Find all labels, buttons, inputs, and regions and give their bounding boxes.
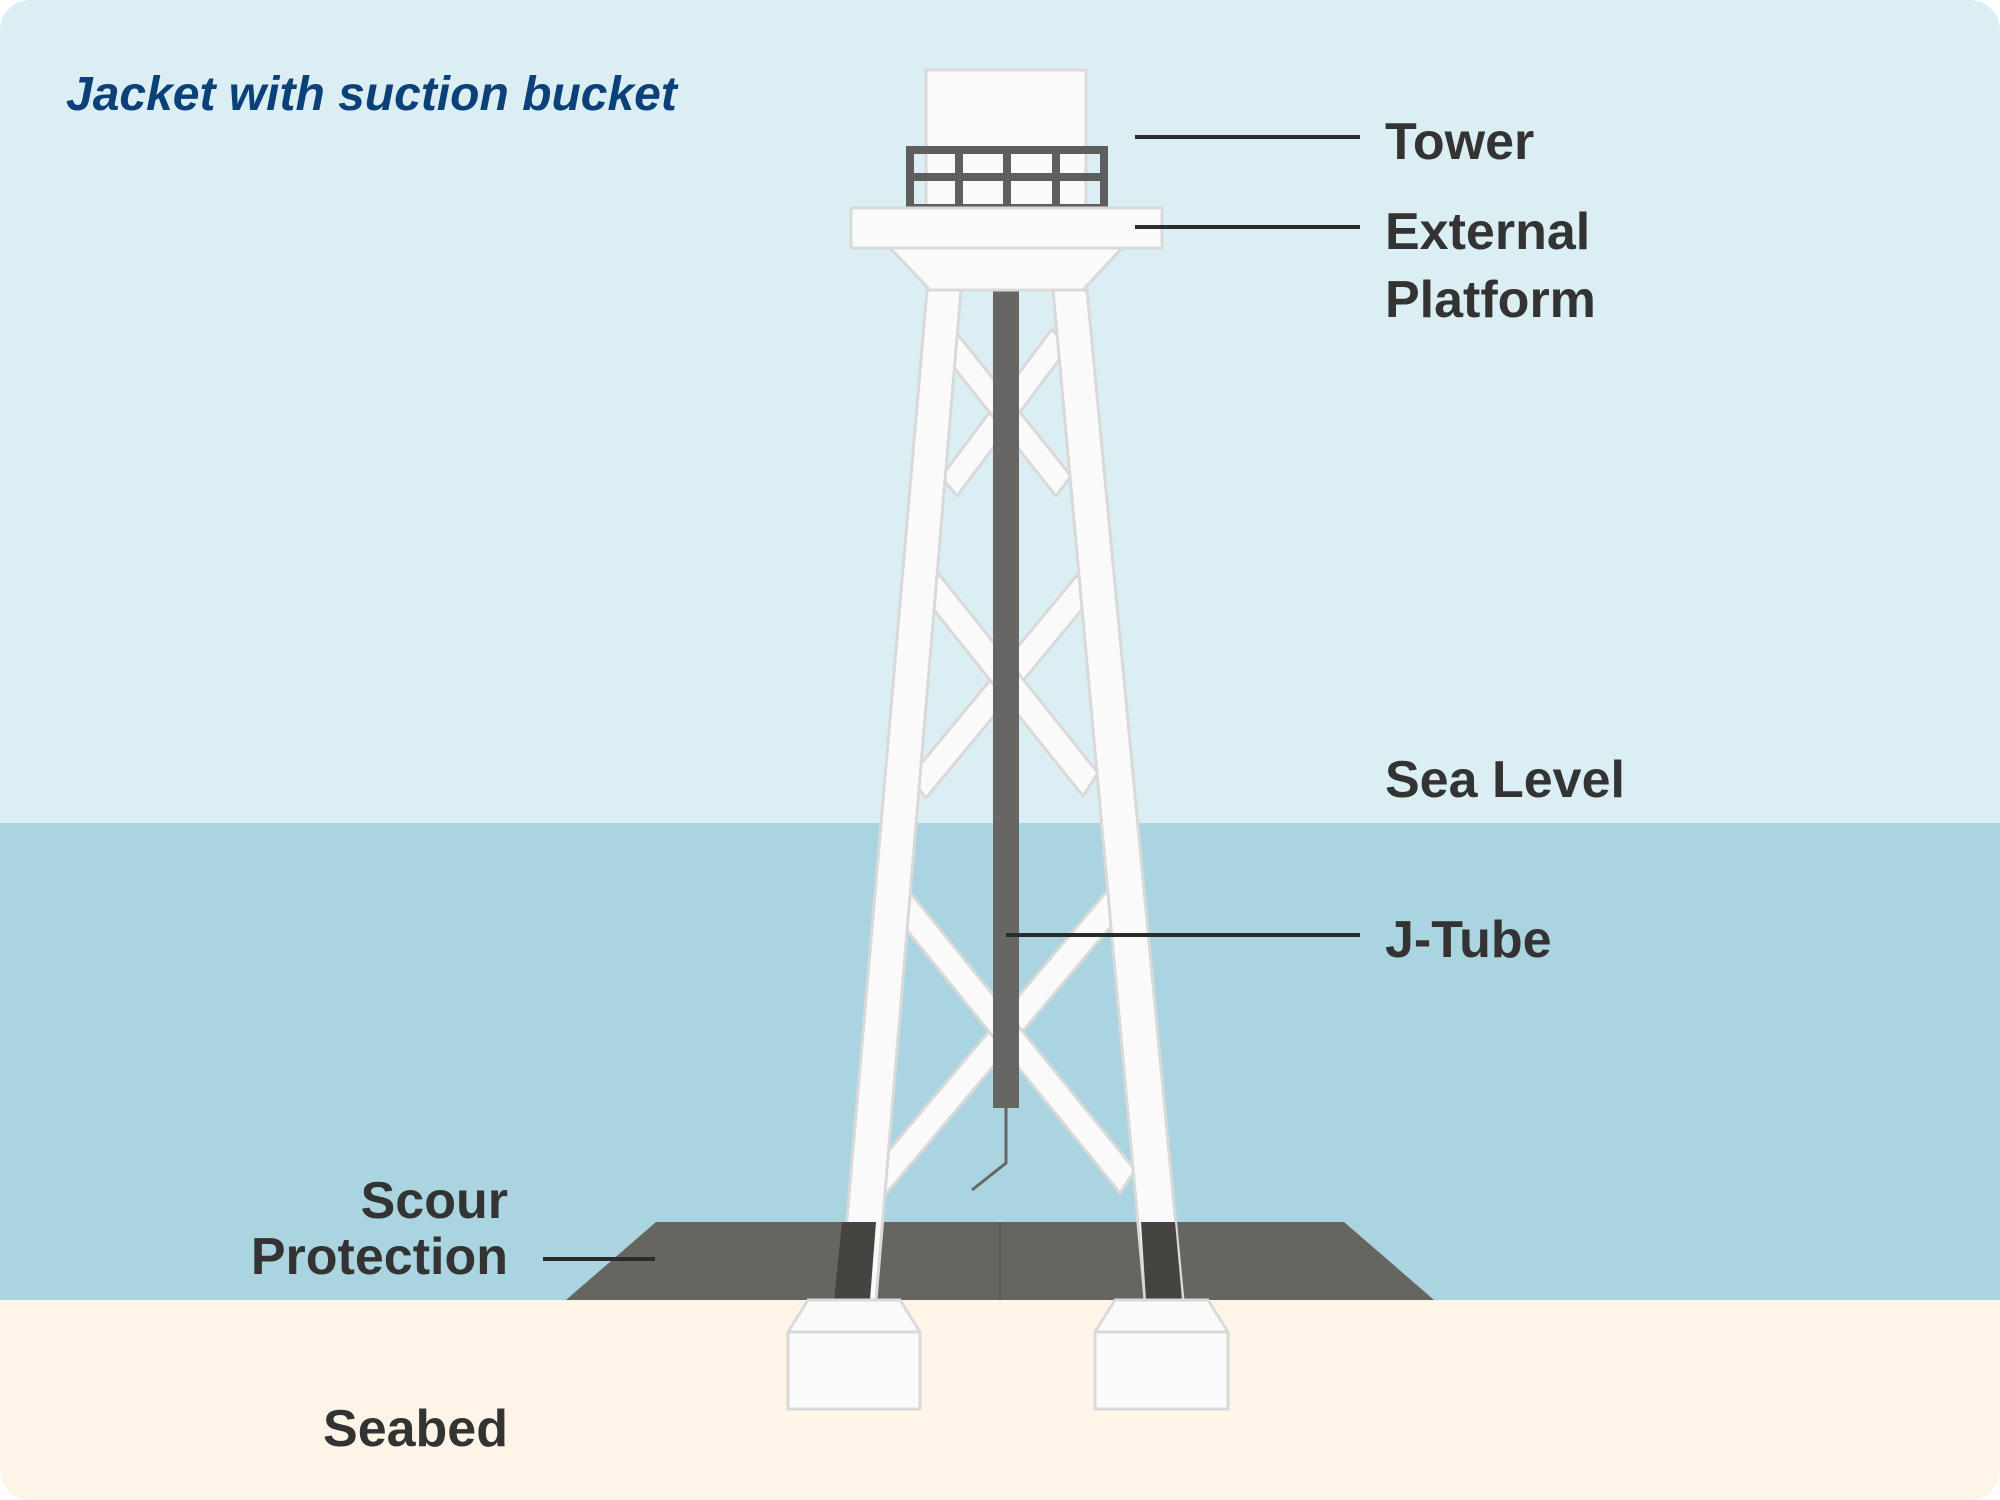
label-external-platform-line1: External: [1385, 203, 1590, 261]
external-platform: [849, 206, 1164, 250]
j-tube-bend: [971, 1108, 1008, 1192]
label-external-platform-line2: Platform: [1385, 271, 1596, 329]
label-scour-protection-line2: Protection: [251, 1228, 508, 1286]
label-scour-protection-line1: Scour: [361, 1172, 508, 1230]
label-seabed: Seabed: [323, 1400, 508, 1458]
label-j-tube: J-Tube: [1385, 911, 1552, 969]
suction-bucket-right: [1093, 1298, 1230, 1411]
label-tower: Tower: [1385, 113, 1534, 171]
j-tube: [993, 290, 1019, 1108]
leg-shadow-right: [1141, 1222, 1182, 1300]
suction-bucket-left: [786, 1298, 922, 1411]
label-sea-level: Sea Level: [1385, 751, 1625, 809]
diagram-title: Jacket with suction bucket: [66, 68, 679, 121]
transition-piece: [888, 246, 1124, 292]
seabed-background: [0, 1300, 2000, 1500]
leg-shadow-left: [834, 1222, 876, 1300]
